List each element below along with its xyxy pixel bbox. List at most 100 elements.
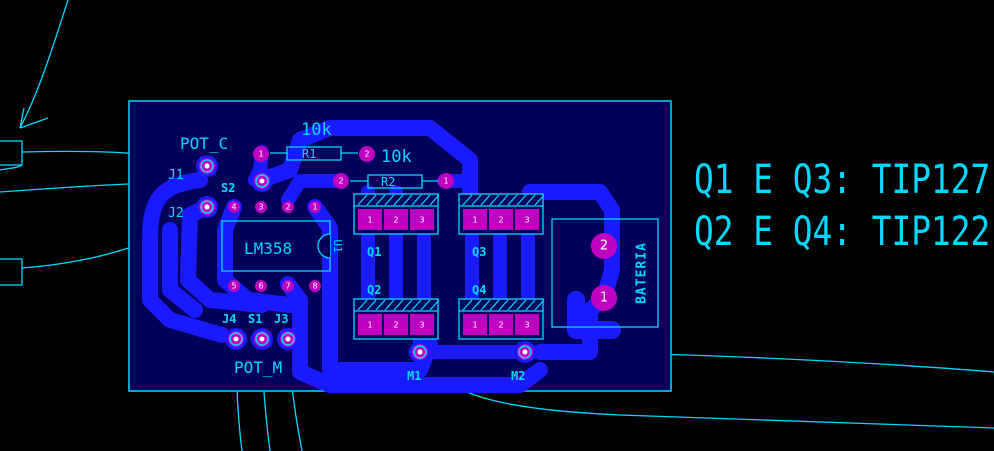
transistor-pad-number: 2 [498, 321, 503, 330]
pad-m2[interactable] [514, 341, 536, 363]
pad-bateria-1[interactable]: 1 [591, 285, 617, 311]
label-m1: M1 [407, 369, 421, 383]
label-pot-m: POT_M [234, 358, 282, 377]
pad-j4[interactable] [225, 328, 247, 350]
transistor-pad[interactable] [515, 209, 539, 230]
pad-ic-4[interactable]: 4 [228, 201, 240, 213]
pads: 1 2 2 1 4 3 2 1 5 6 7 8 2 1 [196, 146, 617, 363]
pad-r2-1[interactable]: 1 [438, 173, 454, 189]
transistor-pad[interactable] [515, 314, 539, 335]
transistor-pad[interactable] [384, 314, 408, 335]
label-j3: J3 [274, 312, 288, 326]
tab-hatch-line [516, 194, 527, 206]
transistor-pad[interactable] [463, 209, 487, 230]
transistor-pad[interactable] [358, 209, 382, 230]
label-j1: J1 [168, 168, 184, 183]
pad-ic-8[interactable]: 8 [309, 280, 321, 292]
transistor-pad-number: 2 [498, 216, 503, 225]
tab-hatch-line [366, 194, 377, 206]
transistor-tab [354, 194, 440, 207]
transistor-pad[interactable] [410, 314, 434, 335]
pad-ic-7[interactable]: 7 [282, 280, 294, 292]
label-ic-ref: U1 [331, 239, 344, 252]
label-q4: Q4 [472, 283, 486, 297]
pad-r1-2[interactable]: 2 [359, 146, 375, 162]
transistor-tab [354, 299, 440, 312]
svg-text:8: 8 [312, 282, 317, 291]
pad-ic-5[interactable]: 5 [228, 280, 240, 292]
transistor-pad-number: 2 [393, 216, 398, 225]
note-q1-q3: Q1 E Q3: TIP127 [694, 157, 991, 203]
pad-j1[interactable] [196, 155, 218, 177]
tab-hatch-line [480, 299, 491, 311]
pad-j2[interactable] [196, 196, 218, 218]
label-j2: J2 [168, 206, 184, 221]
tab-hatch-line [366, 299, 377, 311]
svg-text:2: 2 [338, 177, 343, 186]
transistor-pad-number: 3 [524, 321, 529, 330]
tab-hatch-line [489, 194, 500, 206]
transistor-pad[interactable] [384, 209, 408, 230]
left-connector-bottom[interactable] [0, 258, 23, 286]
tab-hatch-line [384, 194, 395, 206]
pad-m1[interactable] [409, 341, 431, 363]
svg-text:1: 1 [600, 291, 608, 306]
transistor-pad-number: 1 [367, 321, 372, 330]
transistor-pad[interactable] [463, 314, 487, 335]
note-q2-q4: Q2 E Q4: TIP122 [694, 209, 991, 255]
svg-text:5: 5 [231, 282, 236, 291]
pad-r1-1[interactable]: 1 [253, 146, 269, 162]
pad-j3[interactable] [277, 328, 299, 350]
pad-ic-2[interactable]: 2 [282, 201, 294, 213]
pad-bateria-2[interactable]: 2 [591, 233, 617, 259]
tab-hatch-line [420, 194, 431, 206]
tab-hatch-line [480, 194, 491, 206]
tab-hatch-line [462, 299, 473, 311]
transistor-pad[interactable] [489, 314, 513, 335]
tab-hatch-line [402, 194, 413, 206]
tab-hatch-line [393, 299, 404, 311]
svg-text:2: 2 [285, 203, 290, 212]
transistor-pad[interactable] [358, 314, 382, 335]
pad-ic-6[interactable]: 6 [255, 280, 267, 292]
label-ic: LM358 [244, 239, 292, 258]
pad-s1[interactable] [251, 328, 273, 350]
pad-s2[interactable] [251, 170, 273, 192]
transistor-tab [459, 299, 545, 312]
pad-r2-2[interactable]: 2 [333, 173, 349, 189]
tab-hatch-line [462, 194, 473, 206]
transistor-pad[interactable] [489, 209, 513, 230]
tab-hatch-line [384, 299, 395, 311]
tab-hatch-line [516, 299, 527, 311]
label-q2: Q2 [367, 283, 381, 297]
transistor-pad-number: 1 [472, 321, 477, 330]
copper-traces [142, 120, 621, 393]
pad-ic-3[interactable]: 3 [255, 201, 267, 213]
transistor-pad-number: 1 [367, 216, 372, 225]
pad-ic-1[interactable]: 1 [309, 201, 321, 213]
svg-text:2: 2 [600, 239, 608, 254]
transistor-tab [459, 194, 545, 207]
label-q3: Q3 [472, 245, 486, 259]
transistor-q1[interactable]: 1 2 3 [353, 193, 440, 235]
transistor-pad-number: 1 [472, 216, 477, 225]
transistor-q4[interactable]: 1 2 3 [458, 298, 545, 340]
svg-text:6: 6 [258, 282, 263, 291]
label-r2-value: 10k [381, 147, 412, 167]
tab-hatch-line [525, 299, 536, 311]
transistor-pad-number: 3 [419, 321, 424, 330]
tab-hatch-line [534, 299, 545, 311]
left-connector-top[interactable] [0, 140, 23, 166]
tab-hatch-line [357, 194, 368, 206]
label-s1: S1 [248, 312, 262, 326]
svg-text:1: 1 [258, 150, 263, 159]
transistor-pad[interactable] [410, 209, 434, 230]
tab-hatch-line [507, 194, 518, 206]
label-m2: M2 [511, 369, 525, 383]
transistor-pad-number: 3 [419, 216, 424, 225]
svg-text:1: 1 [312, 203, 317, 212]
